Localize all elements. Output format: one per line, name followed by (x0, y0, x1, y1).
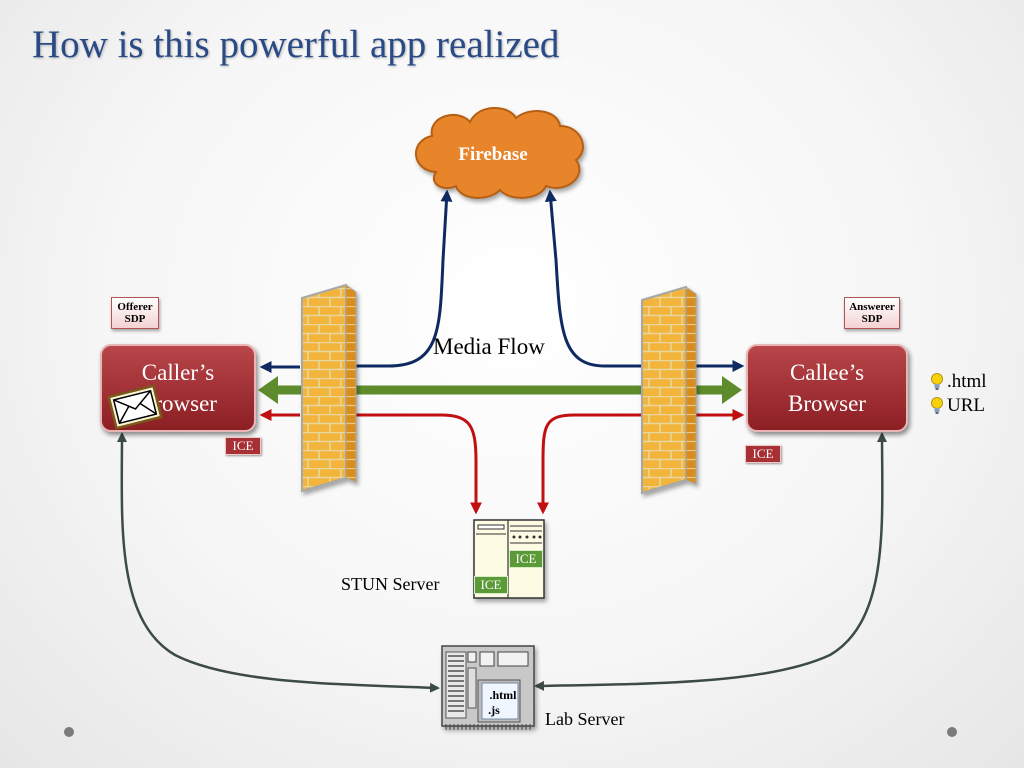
caller-lab-arrow (116, 432, 440, 693)
answerer-sdp-line1: Answerer (849, 301, 895, 313)
lightbulb-icon (931, 373, 943, 390)
firebase-label: Firebase (458, 144, 527, 165)
callee-browser-line2: Browser (788, 391, 866, 416)
media-flow-label: Media Flow (433, 334, 545, 359)
caller-stun-arrow (339, 409, 482, 515)
callee-lab-arrow (534, 432, 888, 691)
caller-firebase-arrow (339, 189, 453, 372)
callee-media-arrowhead-right (722, 376, 742, 404)
caller-browser-line1: Caller’s (141, 360, 215, 385)
lab-file-html: .html (490, 688, 518, 702)
answerer-sdp-line2: SDP (861, 313, 883, 325)
envelope-icon (107, 384, 163, 430)
caller-browser: Caller’s Browser (100, 344, 256, 432)
hint-url: URL (930, 395, 985, 417)
callee-browser: Callee’s Browser (746, 344, 908, 432)
stun-server-label: STUN Server (341, 574, 440, 594)
caller-ice-badge: ICE (225, 437, 261, 455)
firewall-icon-left (301, 283, 357, 493)
offerer-sdp-line2: SDP (124, 313, 146, 325)
stun-ice-badge-top: ICE (509, 550, 543, 568)
lab-server-label: Lab Server (545, 709, 625, 729)
callee-firebase-arrow (544, 189, 642, 368)
hint-html-text: .html (947, 371, 987, 392)
hint-url-text: URL (947, 395, 985, 416)
server-icon (441, 645, 535, 730)
callee-ice-badge: ICE (745, 445, 781, 463)
offerer-sdp-line1: Offerer (117, 301, 153, 313)
callee-stun-arrow (537, 413, 642, 515)
cloud-icon (415, 106, 584, 199)
slide-nav-dot-left (64, 727, 74, 737)
answerer-sdp-tag: Answerer SDP (844, 297, 900, 329)
slide-title: How is this powerful app realized (32, 23, 560, 66)
callee-browser-line1: Callee’s (789, 360, 865, 385)
lab-file-js: .js (488, 703, 500, 717)
slide-nav-dot-right (947, 727, 957, 737)
stun-ice-badge-bottom: ICE (474, 576, 508, 594)
lightbulb-icon (931, 397, 943, 414)
firewall-icon-right (641, 285, 697, 495)
caller-media-arrowhead (258, 376, 278, 404)
hint-html: .html (930, 371, 987, 393)
offerer-sdp-tag: Offerer SDP (111, 297, 159, 329)
